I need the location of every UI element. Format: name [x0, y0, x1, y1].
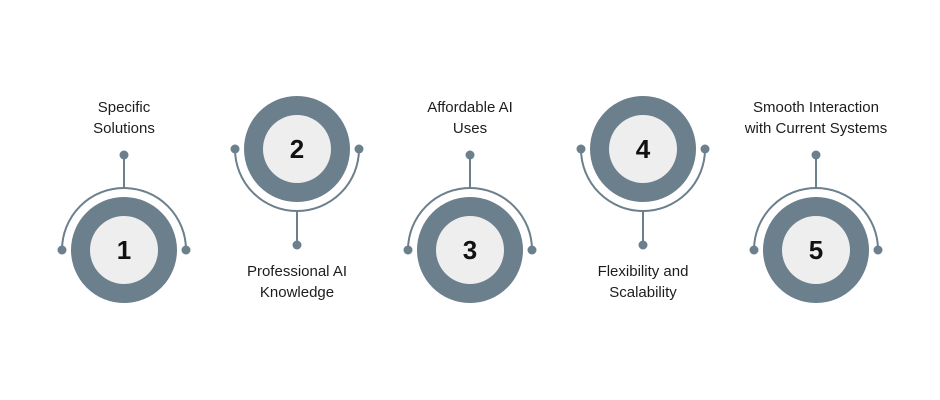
step-4-label-line: Scalability [609, 284, 677, 301]
step-4-arc-end-left-dot [576, 144, 586, 154]
step-5: 5 Smooth Interaction with Current Systems [745, 0, 887, 400]
step-4-graphic [576, 96, 710, 250]
step-2-label-line: Knowledge [259, 284, 335, 301]
step-5-number: 5 [808, 235, 824, 265]
step-3-inner-circle [436, 216, 504, 284]
step-1-arc-end-right-dot [181, 245, 191, 255]
step-1-label-line: Specific [97, 99, 151, 116]
step-5-inner-circle [782, 216, 850, 284]
step-2-arc-end-right-dot [354, 144, 364, 154]
step-1-label-line: Solutions [93, 120, 155, 137]
step-2-inner-circle [263, 115, 331, 183]
step-3-label-line: Affordable AI [427, 99, 513, 116]
step-3-arc-end-right-dot [527, 245, 537, 255]
step-1-arc-end-left-dot [57, 245, 67, 255]
step-2-label: Professional AI Knowledge [197, 261, 397, 303]
step-2-connector-end-dot [292, 240, 302, 250]
step-4-inner-circle [609, 115, 677, 183]
step-2-graphic [230, 96, 364, 250]
step-3: 3 Affordable AI Uses [403, 0, 537, 400]
step-3-label-line: Uses [452, 120, 488, 137]
step-4-arc-end-right-dot [700, 144, 710, 154]
step-1-connector-end-dot [119, 150, 129, 160]
step-2-label-line: Professional AI [246, 263, 348, 280]
step-3-graphic [403, 150, 537, 303]
step-1-inner-circle [90, 216, 158, 284]
step-5-connector-end-dot [811, 150, 821, 160]
step-1-number: 1 [116, 235, 132, 265]
step-3-arc-end-left-dot [403, 245, 413, 255]
step-5-label-line: with Current Systems [744, 120, 888, 137]
step-5-label-line: Smooth Interaction [753, 99, 879, 116]
step-4-connector-end-dot [638, 240, 648, 250]
step-5-graphic [749, 150, 883, 303]
step-4-number: 4 [635, 134, 651, 164]
step-5-label: Smooth Interaction with Current Systems [716, 97, 916, 139]
step-4-label-line: Flexibility and [597, 263, 689, 280]
step-5-arc-end-right-dot [873, 245, 883, 255]
step-2-number: 2 [289, 134, 305, 164]
step-2-arc-end-left-dot [230, 144, 240, 154]
step-3-connector-end-dot [465, 150, 475, 160]
step-3-label: Affordable AI Uses [370, 97, 570, 139]
step-5-arc-end-left-dot [749, 245, 759, 255]
step-1-graphic [57, 150, 191, 303]
step-3-number: 3 [462, 235, 478, 265]
